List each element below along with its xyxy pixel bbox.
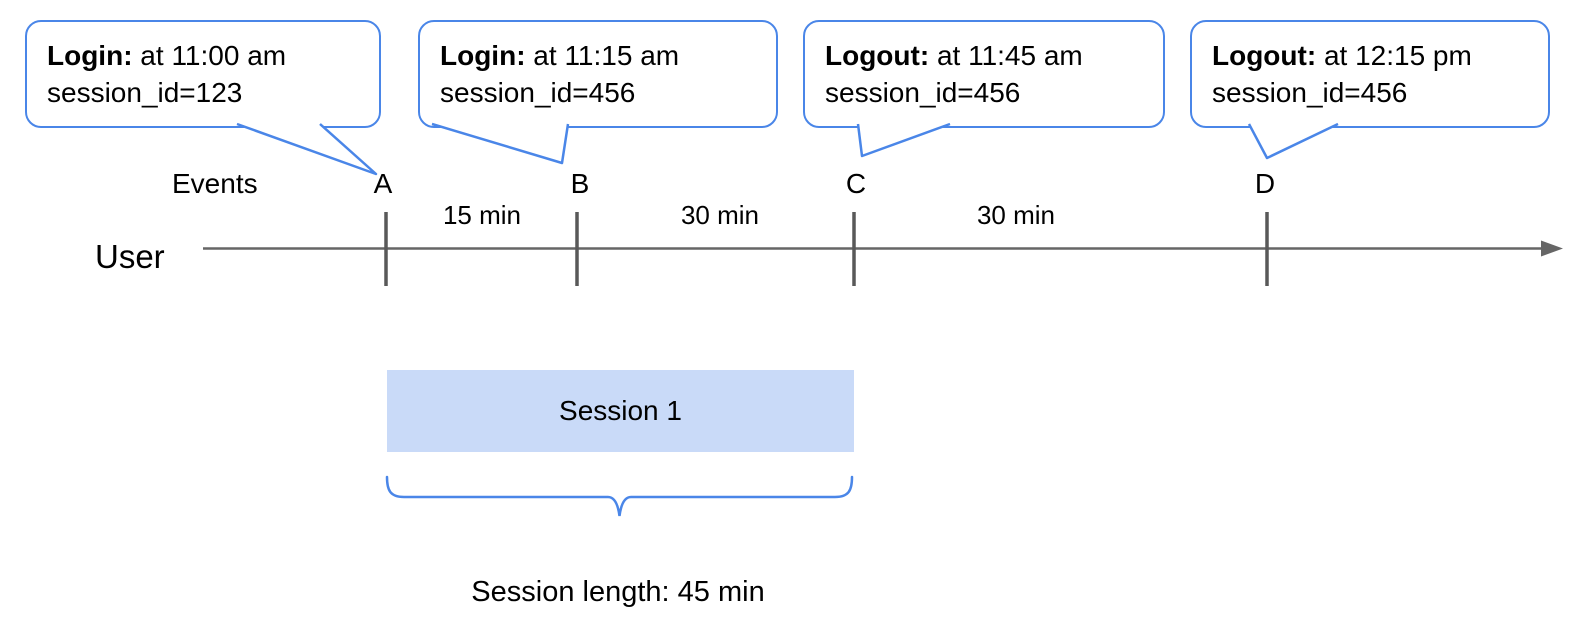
session-1-box: Session 1 (387, 370, 854, 452)
callout-line-2: session_id=456 (825, 74, 1143, 111)
event-marker-a: A (373, 168, 393, 199)
callout-line-1: Login: at 11:00 am (47, 37, 359, 74)
callout-line-2: session_id=123 (47, 74, 359, 111)
event-type-label: Login: (440, 40, 526, 71)
event-type-label: Login: (47, 40, 133, 71)
callout-tail-a (236, 122, 378, 176)
events-row-label: Events (172, 168, 258, 199)
callout-tail-b (431, 122, 570, 165)
callout-line-1: Login: at 11:15 am (440, 37, 756, 74)
callout-line-2: session_id=456 (1212, 74, 1528, 111)
callout-line-1: Logout: at 12:15 pm (1212, 37, 1528, 74)
event-time-text: at 11:00 am (132, 40, 287, 71)
event-time-text: at 11:45 am (929, 40, 1083, 71)
interval-label-b-c: 30 min (680, 200, 760, 230)
interval-label-a-b: 15 min (442, 200, 522, 230)
event-marker-c: C (845, 168, 867, 199)
event-type-label: Logout: (825, 40, 930, 71)
session-length-brace (385, 475, 854, 517)
user-row-label: User (95, 238, 165, 275)
event-time-text: at 11:15 am (525, 40, 680, 71)
callout-event-a: Login: at 11:00 am session_id=123 (25, 20, 381, 128)
event-session-text: session_id=456 (825, 77, 1021, 108)
event-marker-b: B (570, 168, 590, 199)
callout-tail-c (856, 122, 951, 158)
session-length-label: Session length: 45 min (471, 576, 765, 608)
session-1-box-label: Session 1 (559, 395, 682, 426)
callout-tail-d (1247, 122, 1339, 160)
event-time-text: at 12:15 pm (1316, 40, 1472, 71)
callout-line-1: Logout: at 11:45 am (825, 37, 1143, 74)
callout-event-d: Logout: at 12:15 pm session_id=456 (1190, 20, 1550, 128)
callout-event-b: Login: at 11:15 am session_id=456 (418, 20, 778, 128)
timeline-arrowhead-icon (1541, 240, 1563, 257)
callout-line-2: session_id=456 (440, 74, 756, 111)
event-session-text: session_id=456 (440, 77, 636, 108)
event-session-text: session_id=456 (1212, 77, 1408, 108)
interval-label-c-d: 30 min (976, 200, 1056, 230)
event-type-label: Logout: (1212, 40, 1317, 71)
event-session-text: session_id=123 (47, 77, 243, 108)
callout-event-c: Logout: at 11:45 am session_id=456 (803, 20, 1165, 128)
event-marker-d: D (1254, 168, 1276, 199)
